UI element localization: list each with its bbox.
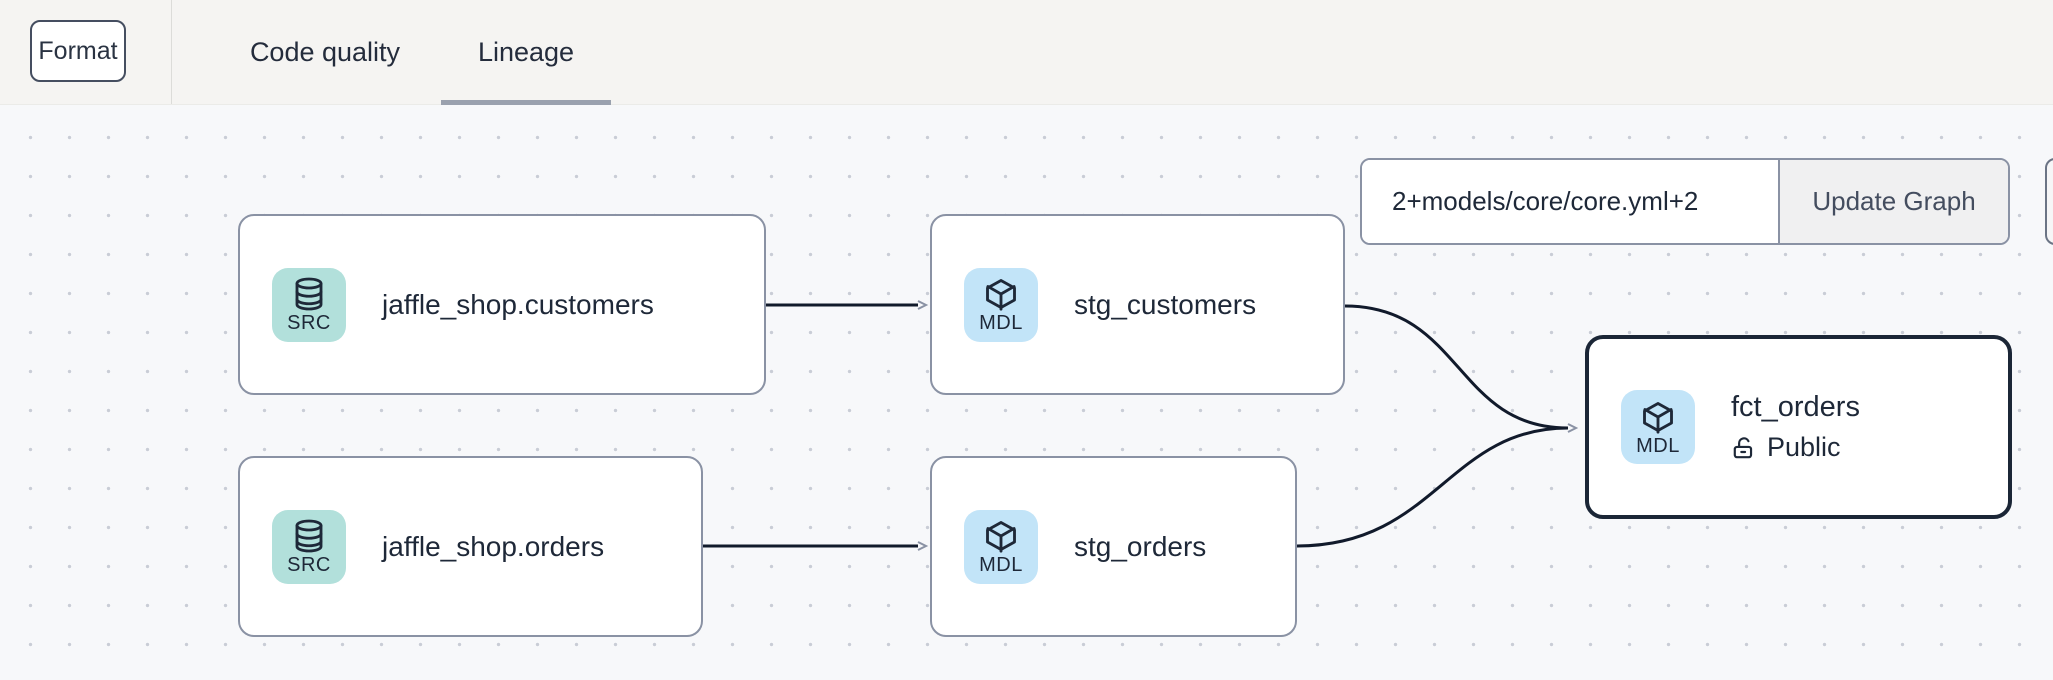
model-cube-icon <box>986 521 1016 553</box>
selector-divider <box>1778 160 1780 243</box>
model-badge: MDL <box>964 509 1038 584</box>
source-badge: SRC <box>272 509 346 584</box>
partial-button-right[interactable] <box>2045 158 2053 245</box>
header-divider <box>171 0 172 104</box>
format-button[interactable]: Format <box>30 20 126 82</box>
badge-type-label: SRC <box>287 554 331 576</box>
update-graph-button[interactable]: Update Graph <box>1780 160 2008 243</box>
database-icon <box>295 277 323 311</box>
node-access-label: Public <box>1767 432 1841 462</box>
node-source-jaffle-shop-orders[interactable]: SRC jaffle_shop.orders <box>238 456 703 637</box>
node-label: stg_orders <box>1074 530 1207 562</box>
lineage-selector-input[interactable] <box>1362 160 1778 243</box>
model-cube-icon <box>986 279 1016 311</box>
node-label: jaffle_shop.orders <box>382 530 605 562</box>
tab-code-quality-label: Code quality <box>249 37 401 67</box>
node-stg-orders[interactable]: MDL stg_orders <box>930 456 1297 637</box>
node-stg-customers[interactable]: MDL stg_customers <box>930 214 1345 395</box>
tab-lineage[interactable]: Lineage <box>441 0 611 105</box>
lineage-selector-group: Update Graph <box>1360 158 2010 245</box>
model-badge: MDL <box>964 267 1038 342</box>
badge-type-label: SRC <box>287 312 331 334</box>
badge-type-label: MDL <box>1636 434 1680 457</box>
editor-header: Format Code quality Lineage <box>0 0 2053 105</box>
node-label: jaffle_shop.customers <box>382 288 654 320</box>
edge-stg-customers-to-fct-orders <box>1344 304 1579 433</box>
source-badge: SRC <box>272 267 346 342</box>
node-label: fct_orders <box>1731 391 1860 423</box>
model-cube-icon <box>1643 401 1673 434</box>
database-icon <box>295 519 323 553</box>
node-access-row: Public <box>1731 432 1860 463</box>
badge-type-label: MDL <box>979 312 1023 334</box>
unlock-icon <box>1733 436 1753 458</box>
badge-type-label: MDL <box>979 554 1023 576</box>
node-label: stg_customers <box>1074 288 1257 320</box>
tab-lineage-label: Lineage <box>477 37 575 67</box>
model-badge: MDL <box>1621 390 1695 464</box>
node-source-jaffle-shop-customers[interactable]: SRC jaffle_shop.customers <box>238 214 766 395</box>
node-fct-orders[interactable]: MDL fct_orders Public <box>1585 335 2012 519</box>
edge-stg-orders-to-fct-orders <box>1296 426 1569 548</box>
tab-code-quality[interactable]: Code quality <box>230 0 420 105</box>
lineage-canvas[interactable]: SRC jaffle_shop.customers MDL stg_custom… <box>0 105 2053 680</box>
